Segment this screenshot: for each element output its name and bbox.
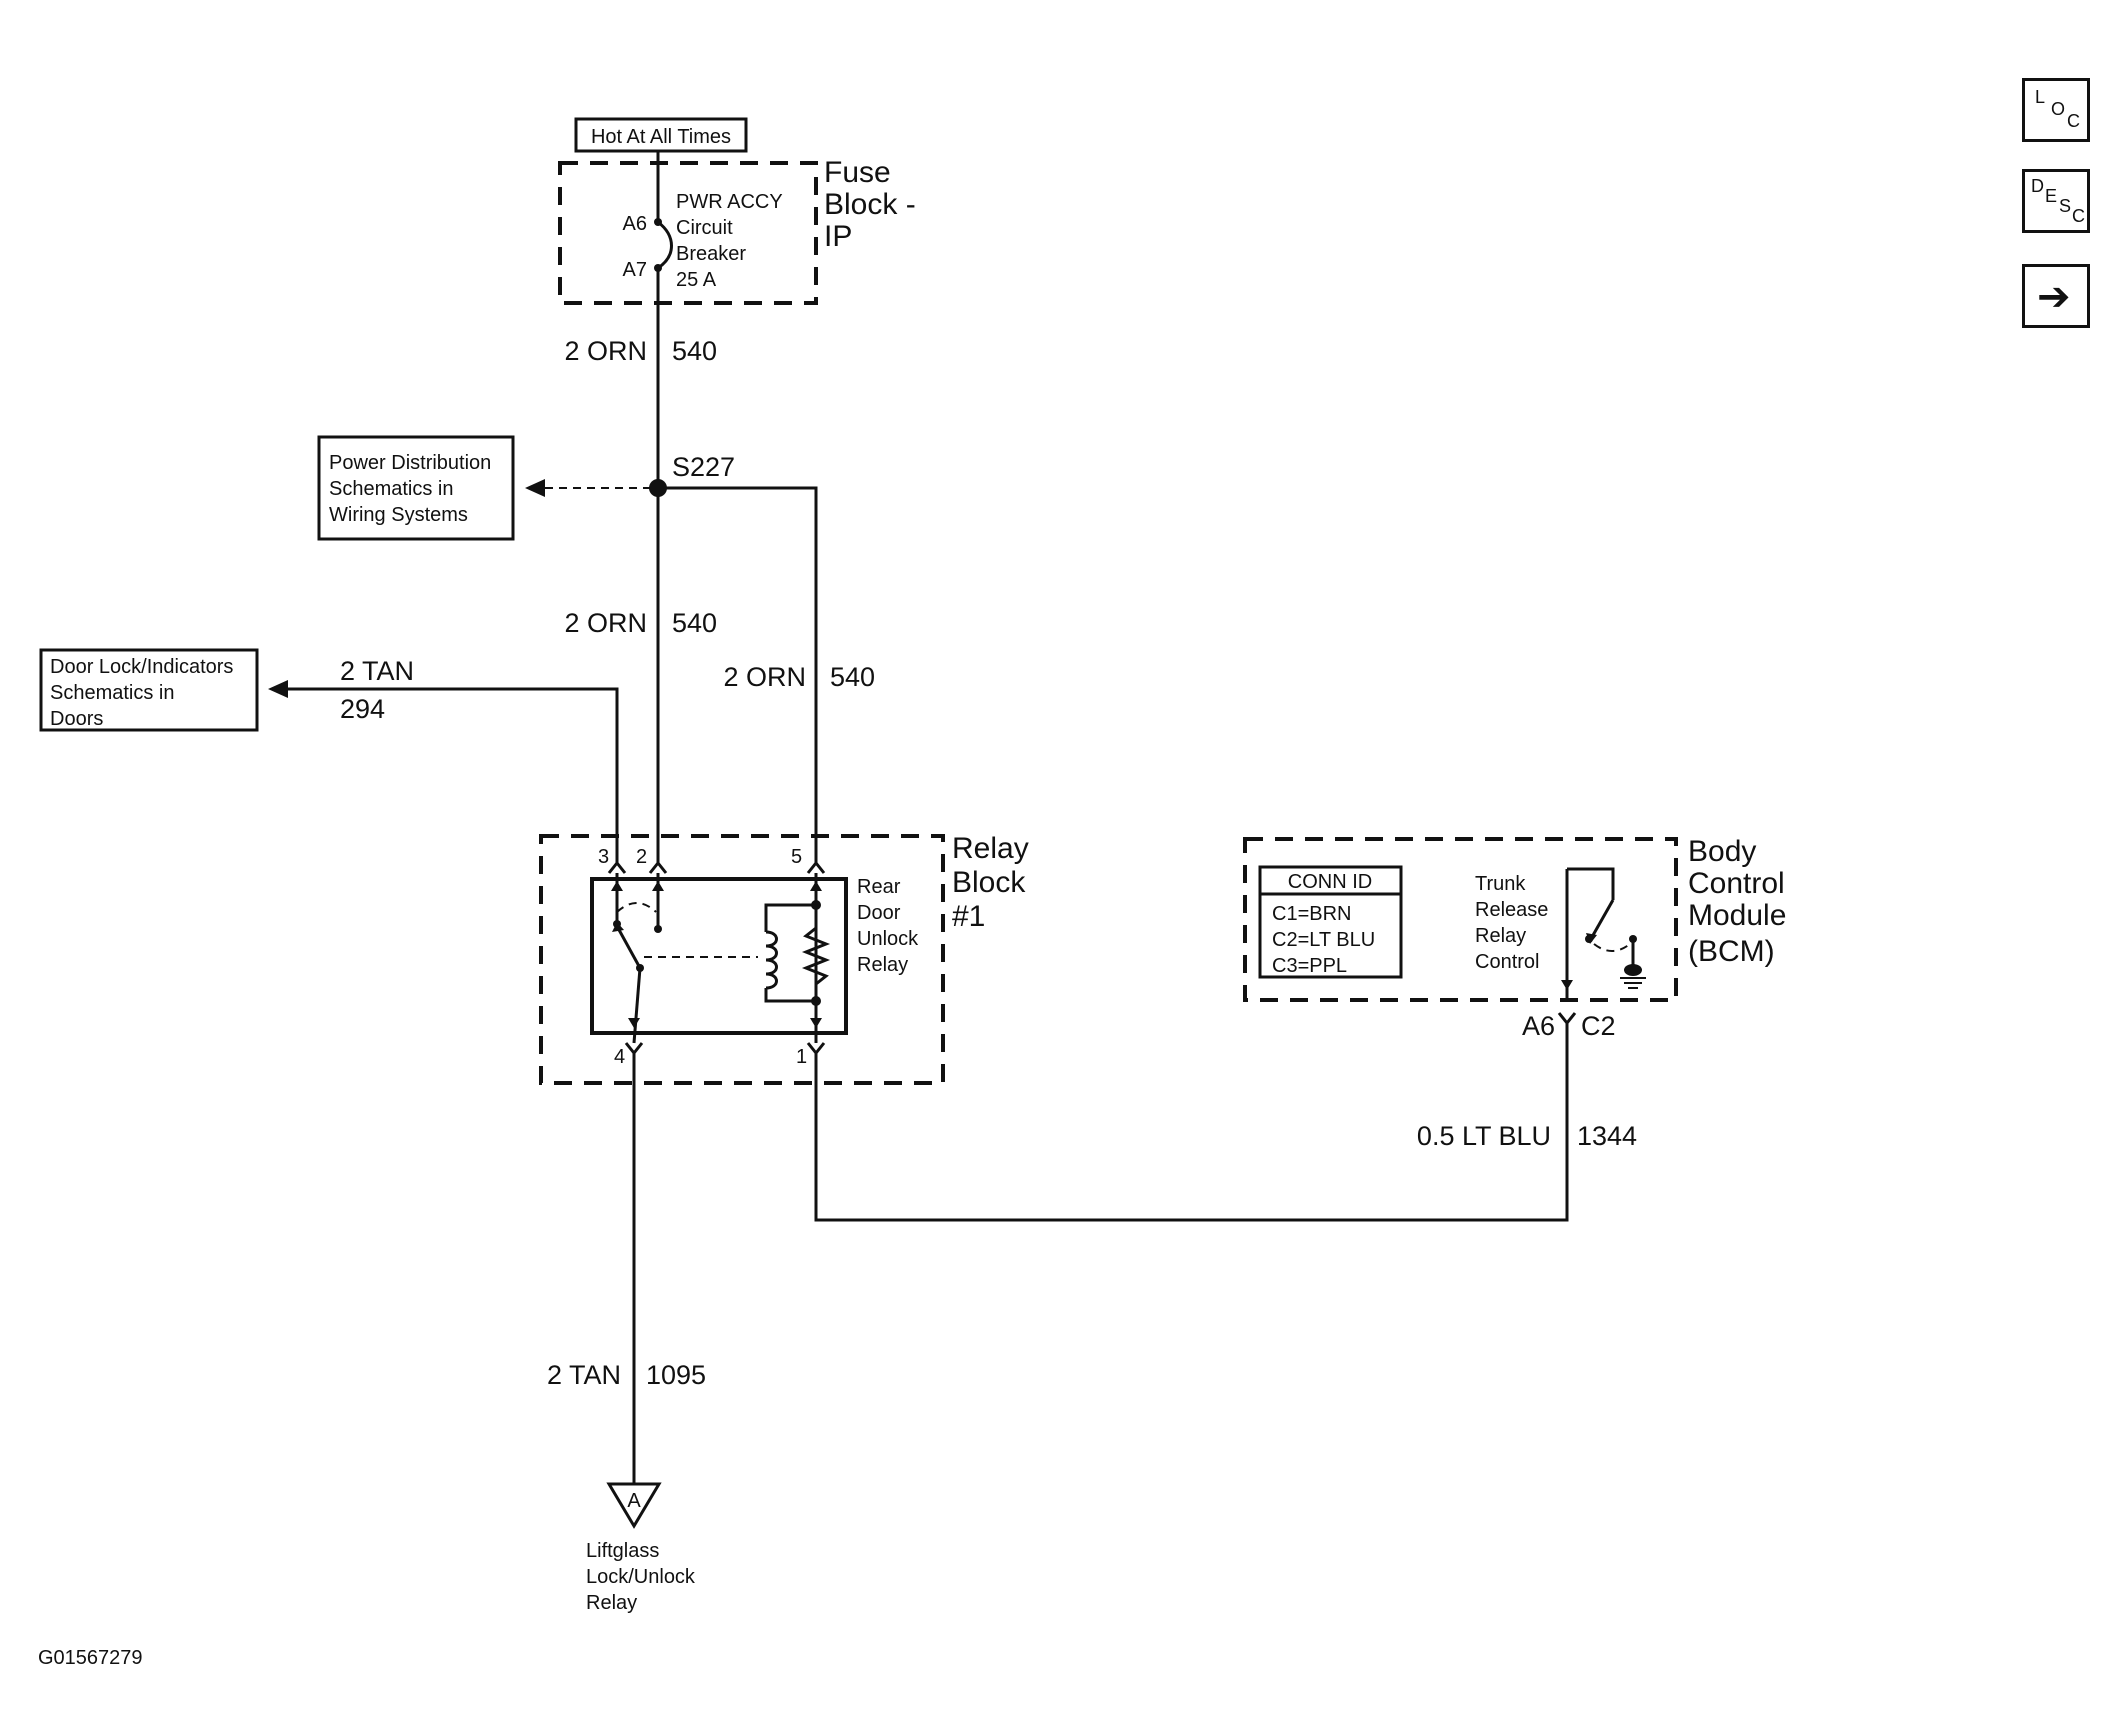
bcm-name-2: Control	[1688, 867, 1785, 900]
wire-540-mid-gauge: 2 ORN	[564, 608, 647, 638]
bcm-connector	[1557, 1012, 1577, 1026]
wire-294-gauge: 2 TAN	[340, 656, 414, 686]
power-distribution-arrow-icon	[525, 479, 545, 497]
conn-id-table: CONN ID C1=BRN C2=LT BLU C3=PPL	[1258, 865, 1403, 979]
desc-letter-1: D	[2031, 176, 2044, 196]
breaker-label-4: 25 A	[676, 269, 717, 291]
liftglass-label-1: Liftglass	[586, 1540, 659, 1562]
ground-icon	[1620, 964, 1646, 989]
relay-pin-2: 2	[636, 846, 647, 868]
wire-1095-circuit: 1095	[646, 1360, 706, 1390]
right-arrow-icon: ➔	[2037, 274, 2071, 320]
relay-block-name-2: Block	[952, 866, 1026, 899]
relay-internals	[611, 873, 831, 1044]
relay-label-2: Door	[857, 902, 901, 924]
fuse-block-name-3: IP	[824, 220, 852, 253]
bcm-control-label-4: Control	[1475, 951, 1539, 973]
bcm-switch-symbol	[1561, 867, 1637, 1000]
desc-letter-2: E	[2045, 186, 2058, 206]
bcm-name-1: Body	[1688, 835, 1756, 868]
wire-294	[288, 687, 619, 864]
wire-540-right-circuit: 540	[830, 662, 875, 692]
door-lock-text-1: Door Lock/Indicators	[50, 656, 233, 678]
door-lock-arrow-icon	[268, 680, 288, 698]
wire-540-right-gauge: 2 ORN	[723, 662, 806, 692]
bcm-control-label-1: Trunk	[1475, 873, 1526, 895]
loc-button[interactable]: L O C	[2022, 78, 2090, 142]
door-lock-text-2: Schematics in	[50, 682, 175, 704]
desc-letter-4: C	[2072, 206, 2085, 226]
bcm-control-label-2: Release	[1475, 899, 1548, 921]
bcm-outline	[1243, 837, 1678, 1002]
bcm-name-3: Module	[1688, 899, 1786, 932]
circuit-breaker-symbol	[654, 151, 673, 272]
next-button[interactable]: ➔	[2022, 264, 2090, 328]
loc-letter-3: C	[2067, 111, 2080, 131]
wire-540-top-gauge: 2 ORN	[564, 336, 647, 366]
rear-door-unlock-relay	[590, 877, 848, 1035]
door-lock-ref-box[interactable]: Door Lock/Indicators Schematics in Doors	[39, 648, 259, 732]
wire-540-branch	[658, 486, 818, 864]
breaker-pin-a6: A6	[623, 213, 647, 235]
relay-label-4: Relay	[857, 954, 908, 976]
fuse-block-name-1: Fuse	[824, 156, 891, 189]
conn-id-row-3: C3=PPL	[1272, 955, 1347, 977]
wire-294-circuit: 294	[340, 694, 385, 724]
door-lock-text-3: Doors	[50, 708, 103, 730]
power-distribution-ref-box[interactable]: Power Distribution Schematics in Wiring …	[317, 435, 515, 541]
relay-pin-5: 5	[791, 846, 802, 868]
liftglass-label-3: Relay	[586, 1592, 637, 1614]
loc-letter-2: O	[2051, 99, 2066, 119]
wire-1344-circuit: 1344	[1577, 1121, 1637, 1151]
power-distribution-text-3: Wiring Systems	[329, 504, 468, 526]
wire-1344	[814, 1023, 1569, 1222]
bcm-control-label-3: Relay	[1475, 925, 1526, 947]
fuse-block-name-2: Block -	[824, 188, 916, 221]
relay-bottom-connectors	[624, 1042, 826, 1056]
breaker-pin-a7: A7	[623, 259, 647, 281]
bcm-name-4: (BCM)	[1688, 935, 1775, 968]
wire-540-top-circuit: 540	[672, 336, 717, 366]
conn-id-row-2: C2=LT BLU	[1272, 929, 1375, 951]
desc-letter-3: S	[2059, 196, 2072, 216]
breaker-label-1: PWR ACCY	[676, 191, 783, 213]
relay-label-3: Unlock	[857, 928, 919, 950]
relay-pin-1: 1	[796, 1046, 807, 1068]
wire-540-mid-circuit: 540	[672, 608, 717, 638]
breaker-label-3: Breaker	[676, 243, 746, 265]
power-distribution-text-2: Schematics in	[329, 478, 454, 500]
desc-button[interactable]: D E S C	[2022, 169, 2090, 233]
relay-block-name-1: Relay	[952, 832, 1029, 865]
relay-top-connectors	[607, 860, 826, 874]
relay-block-name-3: #1	[952, 900, 985, 933]
conn-id-title: CONN ID	[1288, 871, 1372, 893]
relay-label-1: Rear	[857, 876, 901, 898]
hot-at-all-times-label: Hot At All Times	[574, 117, 748, 153]
hot-at-all-times-text: Hot At All Times	[591, 126, 731, 148]
relay-block-outline	[539, 834, 945, 1085]
wire-1095-gauge: 2 TAN	[547, 1360, 621, 1390]
breaker-label-2: Circuit	[676, 217, 733, 239]
figure-id: G01567279	[38, 1647, 143, 1669]
bcm-pin-c2: C2	[1581, 1011, 1616, 1041]
wire-1344-gauge: 0.5 LT BLU	[1417, 1121, 1551, 1151]
liftglass-label-2: Lock/Unlock	[586, 1566, 696, 1588]
power-distribution-text-1: Power Distribution	[329, 452, 491, 474]
relay-pin-4: 4	[614, 1046, 625, 1068]
relay-pin-3: 3	[598, 846, 609, 868]
fuse-block-outline	[558, 161, 818, 305]
conn-id-row-1: C1=BRN	[1272, 903, 1351, 925]
liftglass-symbol-letter: A	[627, 1490, 641, 1512]
loc-letter-1: L	[2035, 87, 2046, 107]
bcm-pin-a6: A6	[1522, 1011, 1555, 1041]
liftglass-connector-symbol: A	[606, 1482, 662, 1529]
splice-label: S227	[672, 452, 735, 482]
